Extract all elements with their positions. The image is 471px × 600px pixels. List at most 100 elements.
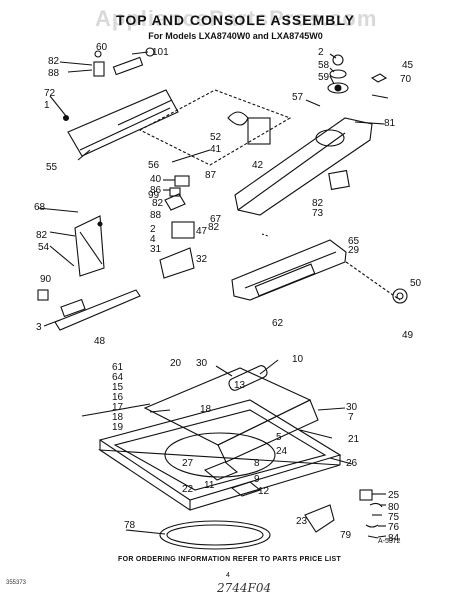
part-callout: 87 — [205, 170, 217, 181]
part-callout: 24 — [276, 446, 288, 457]
hinge-12 — [203, 461, 239, 481]
part-callout: 88 — [48, 68, 60, 79]
timer-bracket-41 — [227, 111, 249, 126]
part-callout: 25 — [388, 490, 400, 501]
diagram-subtitle: For Models LXA8740W0 and LXA8745W0 — [148, 31, 323, 41]
part-callout: 47 — [196, 226, 208, 237]
knob-57 — [327, 82, 349, 94]
connector-75 — [359, 489, 373, 501]
part-callout: 17 — [112, 402, 124, 413]
part-callout: 23 — [296, 516, 308, 527]
rear-panel — [67, 89, 179, 157]
control-lid — [217, 399, 319, 463]
switch-86 — [174, 175, 190, 187]
part-callout: 88 — [150, 210, 162, 221]
screw — [94, 50, 102, 58]
part-callout: 15 — [112, 382, 124, 393]
part-callout: 7 — [348, 412, 354, 423]
part-callout: 75 — [388, 512, 400, 523]
part-callout: 64 — [112, 372, 124, 383]
foot-48 — [37, 289, 49, 301]
part-callout: 82 — [36, 230, 48, 241]
clip-70 — [370, 73, 388, 83]
knob-59 — [329, 69, 347, 79]
part-callout: 57 — [292, 92, 304, 103]
part-callout: 2 — [318, 47, 324, 58]
shaft-72 — [112, 56, 144, 76]
part-callout: 82 — [48, 56, 60, 67]
part-callout: 11 — [204, 480, 215, 491]
part-callout: 79 — [340, 530, 352, 541]
part-callout: 61 — [112, 362, 124, 373]
part-callout: 65 — [348, 236, 360, 247]
part-callout: 49 — [402, 330, 414, 341]
console-window — [315, 129, 345, 147]
switch-73 — [171, 221, 195, 239]
clip-76 — [369, 502, 383, 508]
part-callout: 55 — [46, 162, 58, 173]
part-callout: 18 — [112, 412, 124, 423]
clip-79 — [365, 524, 379, 528]
part-callout: 86 — [150, 185, 162, 196]
part-callout: 70 — [400, 74, 412, 85]
watermark-text: AppliancePartsPros.com — [95, 6, 378, 31]
part-callout: 10 — [292, 354, 304, 365]
part-callout: 32 — [196, 254, 208, 265]
part-callout: 8 — [254, 458, 260, 469]
part-callout: 30 — [196, 358, 208, 369]
pin-78 — [367, 535, 379, 539]
part-callout: 62 — [272, 318, 284, 329]
part-callout: 31 — [150, 244, 162, 255]
knob-62 — [392, 288, 408, 304]
part-callout: 81 — [384, 118, 396, 129]
part-callout: 90 — [40, 274, 52, 285]
part-callout: 56 — [148, 160, 160, 171]
part-callout: 30 — [346, 402, 358, 413]
part-callout: 1 — [44, 100, 50, 111]
part-callout: 82 — [312, 198, 324, 209]
page-number: 4 — [226, 572, 230, 579]
part-callout: 9 — [254, 474, 260, 485]
front-panel — [231, 239, 347, 301]
part-callout: 52 — [210, 132, 222, 143]
diagram-title: TOP AND CONSOLE ASSEMBLY — [116, 12, 355, 28]
part-callout: 18 — [200, 404, 212, 415]
part-callout: 54 — [38, 242, 50, 253]
part-callout: 29 — [348, 245, 360, 256]
part-callout: 22 — [182, 484, 194, 495]
part-callout: 13 — [234, 380, 246, 391]
ordering-note: FOR ORDERING INFORMATION REFER TO PARTS … — [118, 556, 342, 563]
part-callout: 21 — [348, 434, 360, 445]
bracket-90 — [159, 247, 195, 279]
part-callout: 20 — [170, 358, 182, 369]
part-callout: 76 — [388, 522, 400, 533]
corner-stamp: 355373 — [6, 580, 27, 586]
part-callout: 5 — [276, 432, 282, 443]
part-callout: 58 — [318, 60, 330, 71]
part-callout: 16 — [112, 392, 124, 403]
dial-65 — [328, 169, 350, 191]
hinge-25 — [230, 481, 262, 497]
part-callout: 45 — [402, 60, 414, 71]
part-callout: 42 — [252, 160, 264, 171]
timer-56 — [247, 117, 271, 145]
trim-strip-49 — [54, 289, 141, 331]
part-callout: 41 — [210, 144, 222, 155]
panel-window — [254, 263, 316, 297]
part-callout: 80 — [388, 502, 400, 513]
part-callout: 72 — [44, 88, 56, 99]
part-callout: 26 — [346, 458, 358, 469]
part-callout: 50 — [410, 278, 422, 289]
part-callout: 82 — [152, 198, 164, 209]
part-callout: 2 — [150, 224, 156, 235]
part-callout: 59 — [318, 72, 330, 83]
part-callout: 48 — [94, 336, 106, 347]
part-callout: 40 — [150, 174, 162, 185]
switch-82 — [164, 193, 186, 211]
part-80 — [304, 504, 335, 533]
knob-58 — [332, 54, 344, 66]
screw — [62, 114, 70, 122]
lid-opening — [164, 432, 276, 478]
